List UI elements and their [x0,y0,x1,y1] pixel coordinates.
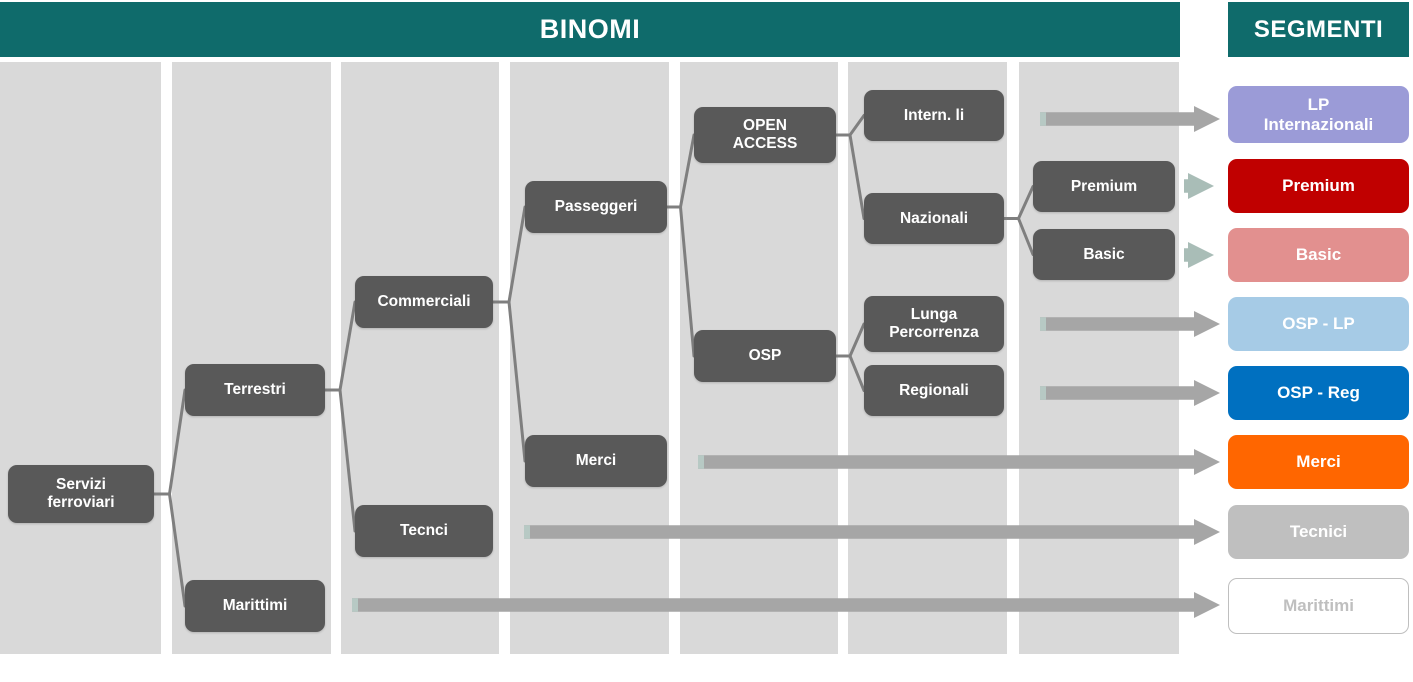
node-marittimi[interactable]: Marittimi [185,580,325,632]
arrow-body [1040,380,1220,406]
node-label: Nazionali [899,209,969,227]
node-passeggeri[interactable]: Passeggeri [525,181,667,233]
node-osp[interactable]: OSP [694,330,836,382]
segment-label: Marittimi [1283,596,1354,616]
arrow-tab [1040,112,1046,126]
node-label: Premium [1070,177,1138,195]
node-label: Terrestri [224,381,286,399]
column-band-col-1 [0,62,161,654]
arrow-tab [1040,386,1046,400]
arrow-body [524,519,1220,545]
arrow-tab [524,525,530,539]
arrow-body [1040,311,1220,337]
segment-label: OSP - LP [1282,314,1355,334]
column-band-col-7 [1019,62,1179,654]
node-tecnci[interactable]: Tecnci [355,505,493,557]
segment-osp-lp[interactable]: OSP - LP [1228,297,1409,351]
arrow-tab [352,598,358,612]
node-label: Passeggeri [554,198,638,216]
column-band-col-2 [172,62,331,654]
arrow-tab [1040,317,1046,331]
arrow-body [1184,242,1214,268]
arrow-marittimi [352,592,1220,618]
node-label: Marittimi [222,597,288,615]
node-terrestri[interactable]: Terrestri [185,364,325,416]
arrow-body [698,449,1220,475]
segment-label: Premium [1282,176,1355,196]
segment-label: Tecnici [1289,522,1348,542]
column-band-col-6 [848,62,1007,654]
segment-osp-reg[interactable]: OSP - Reg [1228,366,1409,420]
segment-label: OSP - Reg [1277,383,1360,403]
segment-marittimi[interactable]: Marittimi [1228,578,1409,634]
node-label: Regionali [899,381,969,399]
node-premium[interactable]: Premium [1033,161,1175,212]
node-regionali[interactable]: Regionali [864,365,1004,416]
column-band-col-3 [341,62,499,654]
column-band-col-4 [510,62,669,654]
node-label: OSP [748,347,782,365]
arrow-basic [1184,242,1214,268]
segment-label: Basic [1295,245,1342,265]
node-nazionali[interactable]: Nazionali [864,193,1004,244]
node-label: Intern. li [903,106,965,124]
segment-tecnici[interactable]: Tecnici [1228,505,1409,559]
header-binomi: BINOMI [0,2,1180,57]
arrow-tab [698,455,704,469]
arrow-osp-lp [1040,311,1220,337]
segment-premium[interactable]: Premium [1228,159,1409,213]
node-label: Commerciali [377,293,471,311]
segment-label: Merci [1296,452,1341,472]
node-label: Basic [1083,245,1125,263]
segment-merci[interactable]: Merci [1228,435,1409,489]
header-segmenti: SEGMENTI [1228,2,1409,57]
arrow-premium [1184,173,1214,199]
node-merci[interactable]: Merci [525,435,667,487]
arrow-body [352,592,1220,618]
arrow-body [1184,173,1214,199]
arrow-lp-internazionali [1040,106,1220,132]
arrow-merci [698,449,1220,475]
node-basic[interactable]: Basic [1033,229,1175,280]
arrow-tecnici [524,519,1220,545]
node-label: Merci [575,452,617,470]
node-label: Tecnci [400,522,448,540]
node-intern-li[interactable]: Intern. li [864,90,1004,141]
arrow-osp-reg [1040,380,1220,406]
node-commerciali[interactable]: Commerciali [355,276,493,328]
segment-basic[interactable]: Basic [1228,228,1409,282]
arrow-body [1040,106,1220,132]
